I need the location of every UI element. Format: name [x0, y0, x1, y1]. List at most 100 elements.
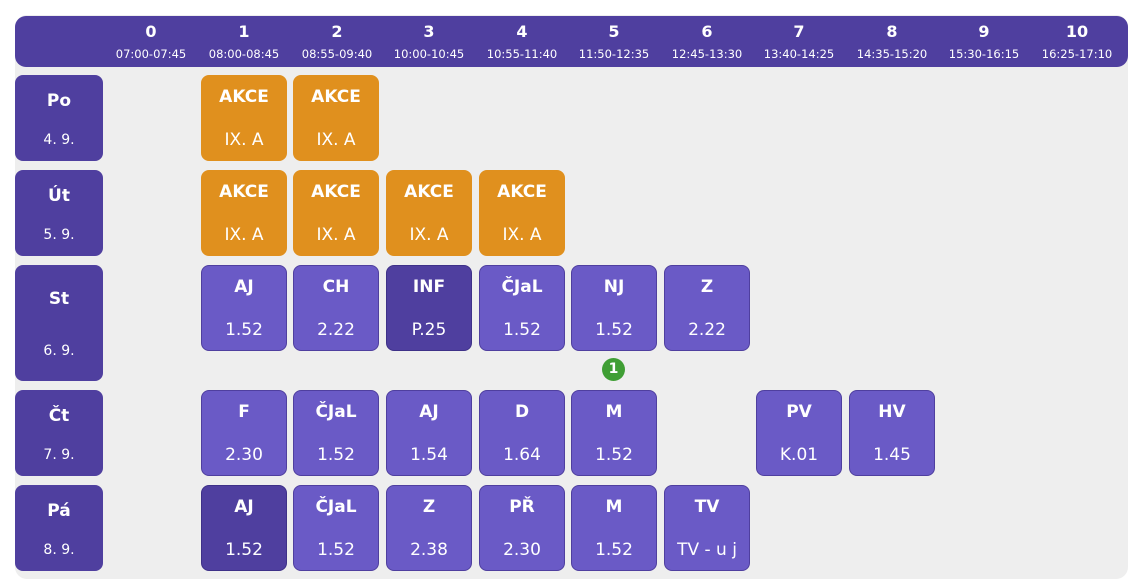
lesson-room: IX. A	[502, 225, 542, 245]
lesson-cell[interactable]: ČJaL 1.52	[293, 390, 379, 476]
period-time: 15:30-16:15	[948, 47, 1020, 61]
lesson-room: IX. A	[316, 225, 356, 245]
period-9: 9 15:30-16:15	[938, 16, 1030, 67]
lesson-subject: PV	[786, 402, 812, 422]
lesson-cell[interactable]: PŘ 2.30	[479, 485, 565, 571]
period-time: 16:25-17:10	[1041, 47, 1113, 61]
lesson-room: 1.52	[595, 445, 633, 465]
period-0: 0 07:00-07:45	[105, 16, 197, 67]
period-time: 07:00-07:45	[115, 47, 187, 61]
lesson-subject: AKCE	[219, 182, 269, 202]
lesson-subject: NJ	[603, 277, 625, 297]
lesson-subject: M	[605, 497, 623, 517]
lesson-room: IX. A	[224, 130, 264, 150]
day-name: Po	[46, 91, 72, 111]
lesson-subject: Z	[422, 497, 436, 517]
period-4: 4 10:55-11:40	[476, 16, 568, 67]
period-number: 2	[331, 22, 343, 41]
lesson-cell[interactable]: HV 1.45	[849, 390, 935, 476]
lesson-cell[interactable]: AKCE IX. A	[201, 170, 287, 256]
lesson-cell[interactable]: M 1.52	[571, 485, 657, 571]
day-name: Čt	[48, 406, 70, 426]
day-name: Pá	[47, 501, 71, 521]
period-time: 13:40-14:25	[763, 47, 835, 61]
day-name: St	[48, 289, 70, 309]
period-number: 0	[145, 22, 157, 41]
day-date: 7. 9.	[43, 447, 75, 463]
lesson-room: IX. A	[224, 225, 264, 245]
day-date: 5. 9.	[43, 227, 75, 243]
lesson-room: 1.54	[410, 445, 448, 465]
day-date: 4. 9.	[43, 132, 75, 148]
lesson-room: 1.52	[225, 320, 263, 340]
lesson-subject: ČJaL	[501, 277, 543, 297]
lesson-cell[interactable]: PV K.01	[756, 390, 842, 476]
period-number: 8	[886, 22, 898, 41]
period-number: 1	[238, 22, 250, 41]
lesson-subject: AKCE	[311, 182, 361, 202]
lesson-cell[interactable]: AJ 1.52	[201, 265, 287, 351]
period-time: 12:45-13:30	[671, 47, 743, 61]
lesson-room: 2.30	[225, 445, 263, 465]
day-date: 6. 9.	[43, 343, 75, 359]
lesson-subject: ČJaL	[315, 497, 357, 517]
period-1: 1 08:00-08:45	[198, 16, 290, 67]
period-time: 10:00-10:45	[393, 47, 465, 61]
lesson-room: 1.52	[503, 320, 541, 340]
lesson-cell[interactable]: AKCE IX. A	[479, 170, 565, 256]
lesson-subject: AKCE	[311, 87, 361, 107]
lesson-cell[interactable]: AKCE IX. A	[386, 170, 472, 256]
lesson-subject: D	[514, 402, 530, 422]
lesson-cell[interactable]: Z 2.38	[386, 485, 472, 571]
lesson-room: K.01	[779, 445, 819, 465]
period-number: 5	[608, 22, 620, 41]
lesson-cell-changed[interactable]: INF P.25	[386, 265, 472, 351]
period-number: 3	[423, 22, 435, 41]
lesson-room: 1.52	[317, 540, 355, 560]
lesson-subject: PŘ	[509, 497, 535, 517]
lesson-cell[interactable]: TV TV - u j	[664, 485, 750, 571]
period-time: 08:00-08:45	[208, 47, 280, 61]
lesson-subject: AJ	[234, 277, 254, 297]
day-ut: Út 5. 9.	[15, 170, 103, 256]
lesson-room: 1.52	[595, 320, 633, 340]
period-time: 11:50-12:35	[578, 47, 650, 61]
lesson-subject: ČJaL	[315, 402, 357, 422]
lesson-cell-changed[interactable]: AJ 1.52	[201, 485, 287, 571]
lesson-cell[interactable]: Z 2.22	[664, 265, 750, 351]
notification-badge[interactable]: 1	[602, 358, 625, 381]
day-ct: Čt 7. 9.	[15, 390, 103, 476]
lesson-room: 2.22	[317, 320, 355, 340]
period-8: 8 14:35-15:20	[846, 16, 938, 67]
lesson-room: 1.45	[873, 445, 911, 465]
lesson-room: 2.22	[688, 320, 726, 340]
lesson-cell[interactable]: AJ 1.54	[386, 390, 472, 476]
lesson-cell[interactable]: NJ 1.52	[571, 265, 657, 351]
day-date: 8. 9.	[43, 542, 75, 558]
lesson-cell[interactable]: CH 2.22	[293, 265, 379, 351]
period-7: 7 13:40-14:25	[753, 16, 845, 67]
period-time: 08:55-09:40	[301, 47, 373, 61]
period-6: 6 12:45-13:30	[661, 16, 753, 67]
period-number: 9	[978, 22, 990, 41]
lesson-cell[interactable]: ČJaL 1.52	[479, 265, 565, 351]
period-number: 10	[1065, 22, 1089, 41]
lesson-cell[interactable]: D 1.64	[479, 390, 565, 476]
lesson-subject: AJ	[419, 402, 439, 422]
lesson-subject: F	[238, 402, 250, 422]
lesson-cell[interactable]: AKCE IX. A	[293, 75, 379, 161]
period-number: 6	[701, 22, 713, 41]
lesson-room: 1.52	[225, 540, 263, 560]
period-time: 14:35-15:20	[856, 47, 928, 61]
period-time: 10:55-11:40	[486, 47, 558, 61]
lesson-subject: AKCE	[404, 182, 454, 202]
lesson-cell[interactable]: AKCE IX. A	[293, 170, 379, 256]
lesson-cell[interactable]: M 1.52	[571, 390, 657, 476]
lesson-room: 2.30	[503, 540, 541, 560]
lesson-subject: HV	[878, 402, 906, 422]
day-po: Po 4. 9.	[15, 75, 103, 161]
lesson-cell[interactable]: F 2.30	[201, 390, 287, 476]
lesson-cell[interactable]: ČJaL 1.52	[293, 485, 379, 571]
lesson-cell[interactable]: AKCE IX. A	[201, 75, 287, 161]
lesson-subject: CH	[322, 277, 350, 297]
